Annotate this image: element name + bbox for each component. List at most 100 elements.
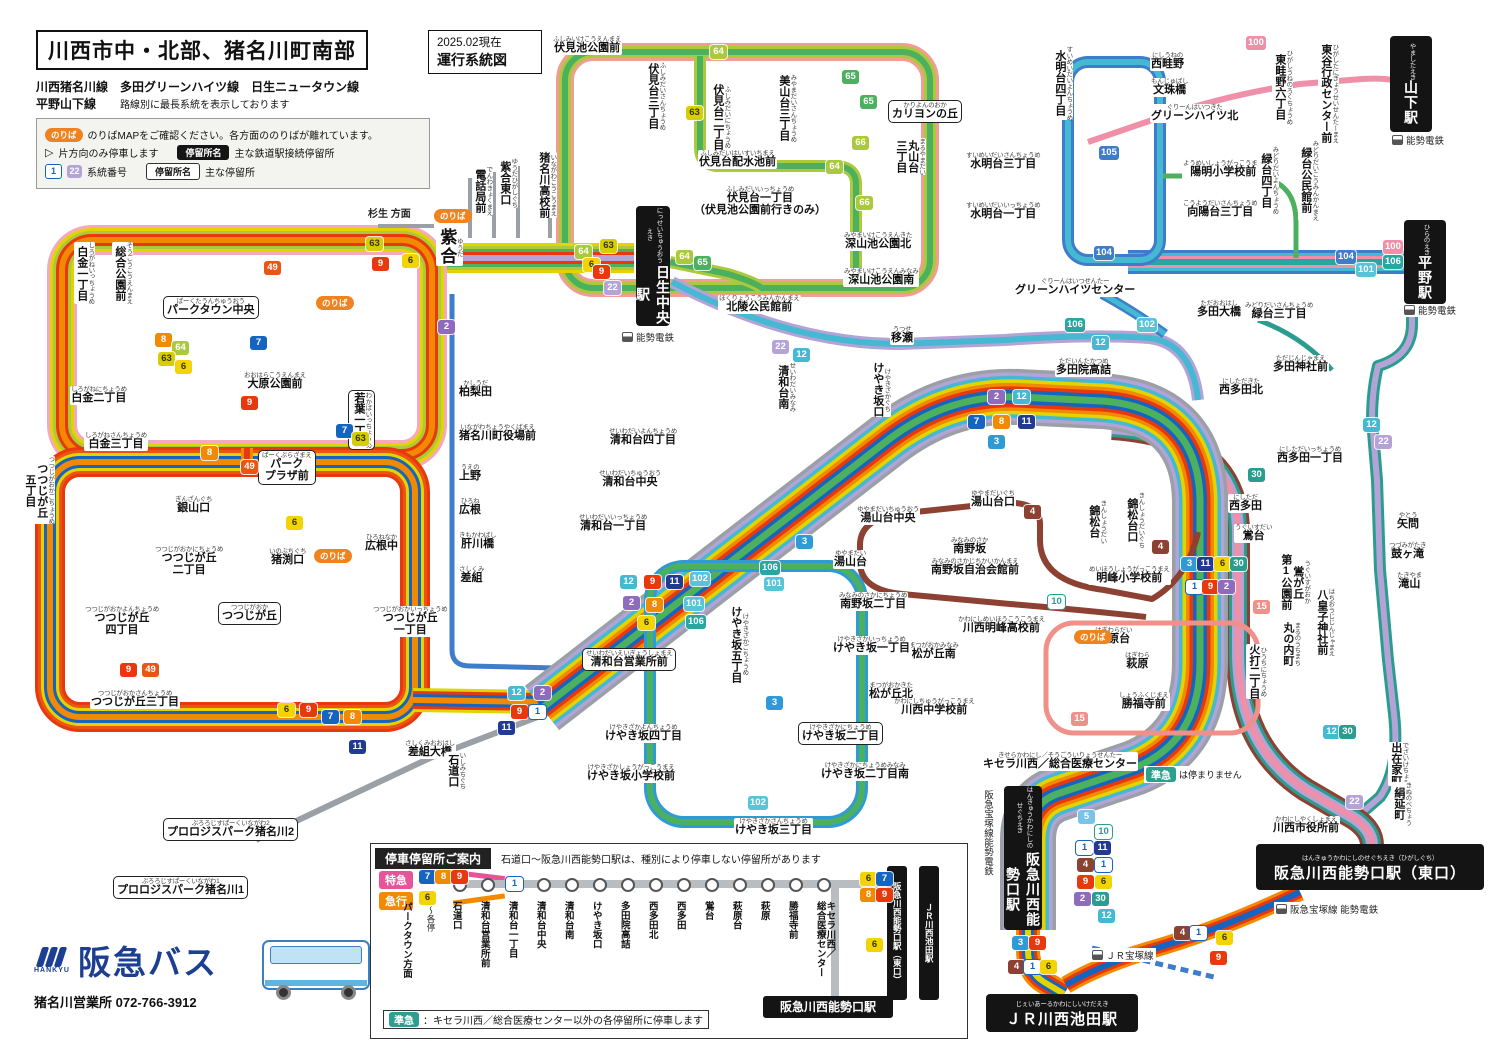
station-furigana: しろがねさんちょうめ [85, 432, 148, 439]
station-name: 清和台中央 [602, 476, 658, 489]
station-name: 阪急川西能勢口駅 [1005, 851, 1041, 927]
route-badge: 6 [866, 938, 883, 952]
station-furigana: みどりだいよんちょうめ [1270, 146, 1278, 215]
station-name: 移瀬 [891, 332, 913, 345]
station-furigana: すいめいだいさんちょうめ [966, 152, 1041, 159]
stop-name: 萩原 [758, 901, 770, 920]
route-badge: 10 [1048, 595, 1065, 609]
route-badge: 106 [686, 615, 706, 629]
station-name: けやき坂口 [871, 362, 884, 417]
station-name: 川西市役所前 [1273, 822, 1339, 835]
route-badge: 63 [686, 106, 703, 120]
stop-dot [593, 878, 607, 892]
rail-stop-sample: 停留所名 [177, 145, 230, 160]
station-label: きもかわばし肝川橋 [458, 532, 498, 551]
route-badge: 8 [155, 333, 172, 347]
route-badge: 9 [593, 265, 610, 279]
station-name: 山下駅 [1403, 80, 1419, 126]
route-badge: 22 [1346, 795, 1363, 809]
route-badge: 2 [988, 390, 1005, 404]
route-badge: 66 [856, 196, 873, 210]
station-name: 紫合 [437, 228, 457, 266]
station-furigana: ふしみいけこうえんまえ [553, 36, 622, 43]
station-label: でざいけちょう出在家町 [1388, 742, 1409, 786]
station-label: うえの上野 [458, 464, 482, 483]
station-furigana: ぐりーんはいつせんたー [1041, 278, 1110, 285]
station-furigana: ぱーくたうんちゅうおう [176, 298, 246, 305]
route-badge: 12 [1323, 725, 1340, 739]
station-furigana: つづみがたき [1389, 542, 1427, 549]
station-furigana: けやきざかしょうがっこうまえ [587, 764, 675, 771]
station-name: 松が丘南 [911, 648, 956, 661]
route-badge: 30 [1248, 468, 1265, 482]
station-name: プロロジスパーク猪名川2 [167, 826, 295, 839]
oneway-arrow-icon: ▷ [45, 147, 54, 159]
station-label: つつじがおかつつじが丘 [218, 602, 281, 625]
route-badge: 22 [772, 340, 789, 354]
station-name: 多田院高詰 [1056, 364, 1111, 377]
station-label: にしうねの西畦野 [1150, 52, 1185, 71]
station-furigana: みなみのさかじちかいかんまえ [931, 558, 1019, 565]
station-label: たきやま滝山 [1396, 572, 1423, 591]
stop-dot [481, 878, 495, 892]
route-badge: 105 [1099, 146, 1119, 160]
station-label: はぎわら萩原 [1124, 652, 1151, 671]
route-badge: 106 [1383, 255, 1403, 269]
rail-stop-note: 主な鉄道駅接続停留所 [234, 149, 335, 160]
station-furigana: みやまいけこうえんきた [844, 232, 913, 239]
station-label: しろがねいっちょうめ白金一丁目 [74, 242, 95, 305]
longest-route-note: 路線別に最長系統を表示しております [120, 100, 290, 111]
station-label: ゆやまだいぐち湯山台口 [970, 490, 1016, 509]
station-furigana: やとう [1398, 512, 1418, 519]
route-band [41, 453, 424, 726]
route-badge: 11 [1197, 557, 1214, 571]
station-furigana: ふしみだいさんちょうめ [657, 62, 665, 131]
rail-label: 阪急宝塚線 能勢電鉄 [1274, 902, 1381, 916]
major-stop-sample: 停留所名 [146, 163, 201, 180]
station-name: 鴬台 [1242, 530, 1265, 543]
station-name: けやき坂四丁目 [605, 730, 682, 743]
station-furigana: けやきざかにちょうめみなみ [824, 762, 906, 769]
station-label: かわにしめいほうこうこうまえ川西明峰高校前 [957, 616, 1046, 635]
hankyu-logo-icon: HANKYU [34, 946, 70, 974]
station-furigana: けやきざかごちょうめ [740, 613, 748, 676]
station-label: せいわだいよんちょうめ清和台四丁目 [608, 428, 679, 447]
station-name: 南野坂自治会館前 [931, 564, 1019, 577]
station-label: きんしょうだいぐち錦松台口 [1124, 492, 1145, 548]
rail-label: 能勢電鉄 [1390, 133, 1447, 147]
station-name: 阪急川西能勢口駅（東口） [1273, 864, 1466, 882]
route-badge: 6 [1214, 557, 1231, 571]
route-badge: 6 [175, 360, 192, 374]
route-badge: 9 [1029, 936, 1046, 950]
station-furigana: うぐいすだい [1235, 524, 1273, 531]
station-name: けやき坂三丁目 [735, 824, 812, 837]
station-furigana: つつじがおかさんちょうめ [97, 690, 173, 697]
station-label: つつじがおかいっちょうめつつじが丘 一丁目 [372, 606, 449, 637]
station-label: まるのうちまち丸の内町 [1280, 622, 1301, 666]
route-badge: 63 [366, 237, 383, 251]
station-furigana: もんじゅばし [1151, 78, 1189, 85]
station-label: ふしみだいにちょうめ伏見台二丁目 [710, 84, 731, 150]
stop-dot [621, 878, 635, 892]
junkyu-chip: 準急 [389, 1012, 419, 1027]
route-badge: 4 [1008, 960, 1025, 974]
route-badge: 11 [1018, 415, 1035, 429]
station-furigana: ゆやまだいちゅうおう [857, 506, 920, 513]
station-name: 石道口 [446, 754, 459, 788]
junkyu-note: 準急 ：キセラ川西／総合医療センター以外の各停留所に停車します [383, 1010, 709, 1029]
station-label: きぬのべちょう絹延町 [1391, 782, 1412, 826]
date-note: 2025.02現在 [437, 37, 502, 49]
station-label: にしただいっちょうめ西多田一丁目 [1276, 446, 1344, 465]
route-badge: 1 [1095, 858, 1112, 872]
station-name: 水明台四丁目 [1053, 50, 1066, 117]
station-furigana: きもかわばし [459, 532, 497, 539]
station-furigana: はちおうじじんじゃまえ [1326, 588, 1334, 657]
route-badge: 8 [646, 598, 663, 612]
office-info: 猪名川営業所 072-766-3912 [34, 992, 454, 1011]
station-name: 電話局前 [473, 168, 486, 213]
station-label: さしくみおおはし差組大橋 [404, 740, 456, 759]
station-furigana: かりよんのおか [903, 102, 947, 109]
station-furigana: さしくみ [459, 566, 485, 573]
